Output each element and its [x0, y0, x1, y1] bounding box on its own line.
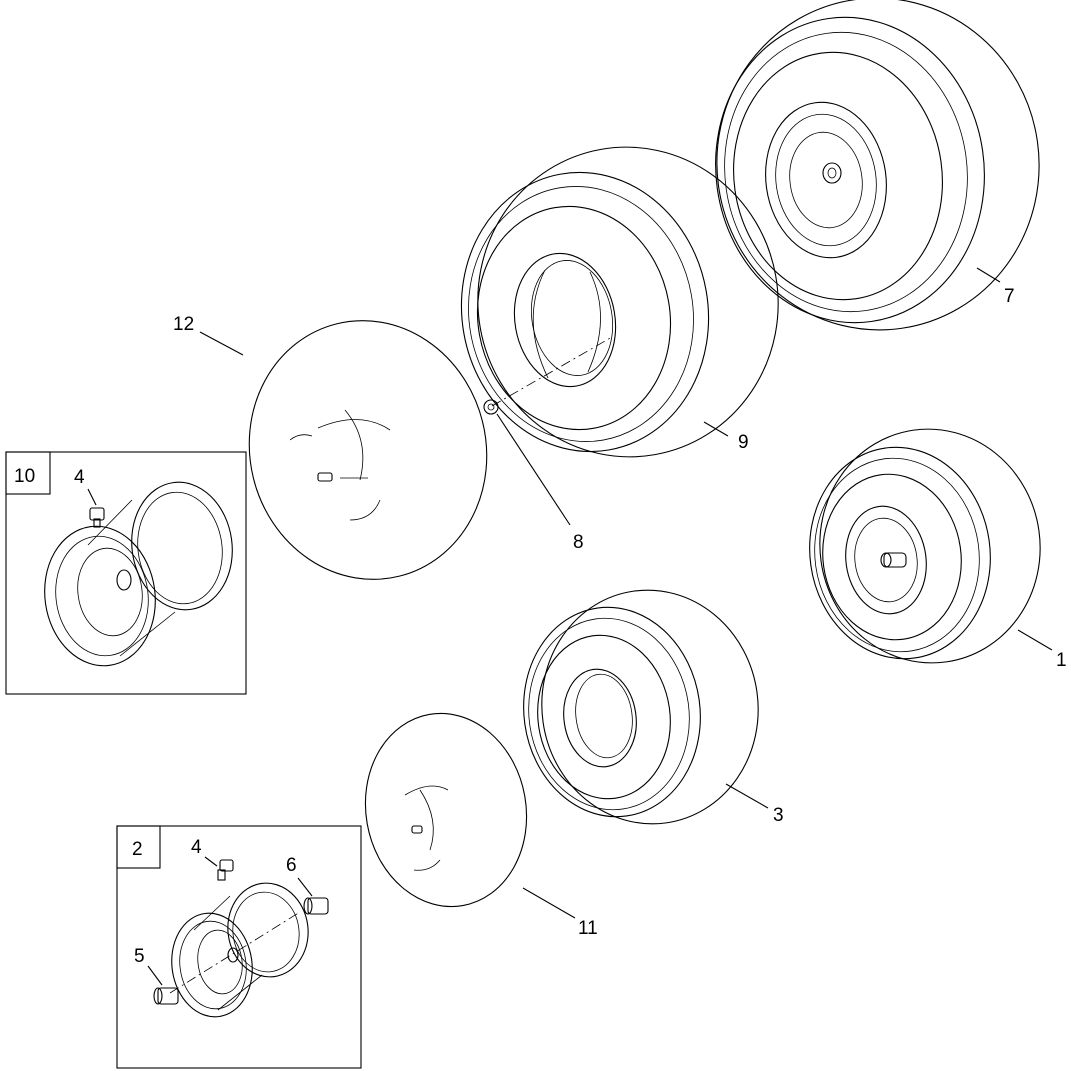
callout-11: 11 — [578, 918, 598, 939]
callout-6: 6 — [286, 855, 297, 876]
valve-stem-4b — [217, 859, 234, 881]
rim-2 — [171, 882, 309, 1018]
callout-4-rim-10: 4 — [74, 467, 85, 488]
bushing-5 — [153, 987, 179, 1005]
leader-lines — [87, 267, 1053, 986]
wheel-assembly-7 — [715, 0, 1040, 331]
callout-7: 7 — [1004, 286, 1015, 307]
callout-5: 5 — [134, 946, 145, 967]
rim-detail-box-2 — [116, 825, 362, 1069]
callout-3: 3 — [773, 805, 784, 826]
bushing-6 — [303, 897, 329, 915]
wheel-assembly-1 — [809, 428, 1041, 664]
inner-tube-12 — [248, 320, 488, 580]
callout-8: 8 — [573, 532, 584, 553]
rim-box-label-cell-2 — [116, 825, 161, 869]
callout-2: 2 — [132, 839, 143, 860]
callout-10: 10 — [14, 466, 35, 487]
rim-box-label-cell — [5, 451, 51, 495]
rim-10 — [44, 481, 233, 667]
callout-9: 9 — [738, 432, 749, 453]
valve-stem-4a — [89, 507, 105, 528]
tire-9 — [460, 146, 779, 458]
callout-12: 12 — [173, 314, 194, 335]
callout-1: 1 — [1056, 650, 1067, 671]
tire-3 — [523, 589, 759, 825]
valve-nut-8 — [483, 399, 499, 415]
callout-4-rim-2: 4 — [191, 837, 202, 858]
rim-detail-box-10 — [5, 451, 247, 695]
inner-tube-11 — [364, 712, 528, 908]
